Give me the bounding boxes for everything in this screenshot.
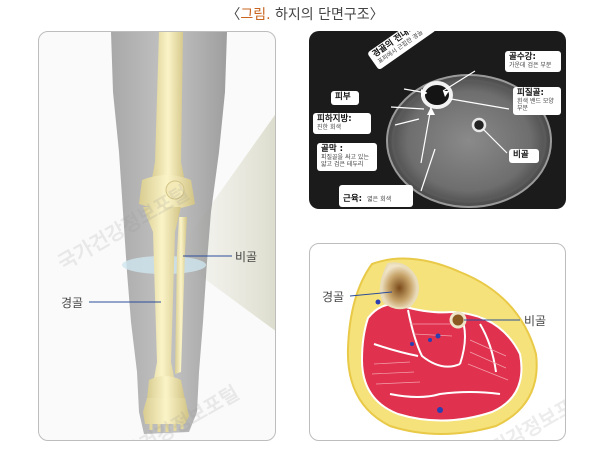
ct-label-periosteum-title: 골막 :	[321, 144, 343, 154]
ct-scan-image	[386, 70, 552, 208]
title-bracket-open: 〈	[226, 7, 241, 23]
ct-scan-panel: 경골의 전내측면: 표피에서 근접한 경골 피부 피하지방: 진한 회색 골막 …	[309, 31, 566, 209]
xs-vessel	[410, 342, 414, 346]
xs-fascia	[373, 309, 501, 398]
leg-illustration	[89, 32, 275, 434]
ct-label-muscle: 근육: 엷은 회색	[339, 185, 413, 208]
ankle	[147, 376, 185, 400]
cross-section-illustration	[346, 257, 538, 435]
xs-vessel	[435, 333, 441, 339]
title-accent: 그림.	[240, 7, 271, 23]
ct-label-fibula-title: 비골	[513, 150, 529, 160]
ct-label-medullary-cavity: 골수강: 가운데 검은 부분	[505, 51, 561, 72]
ct-label-fibula: 비골	[509, 149, 539, 163]
figure-title: 〈그림. 하지의 단면구조〉	[0, 4, 610, 24]
title-bracket-close: 〉	[369, 7, 384, 23]
xs-label-tibia: 경골	[322, 290, 345, 304]
ct-label-subcutaneous-fat-title: 피하지방:	[317, 114, 352, 124]
ct-label-periosteum-sub: 피질골을 싸고 있는 얇고 검은 테두리	[321, 153, 369, 168]
title-text: 하지의 단면구조	[270, 7, 370, 23]
ct-label-muscle-title: 근육:	[343, 194, 363, 204]
ct-leader-lines	[390, 70, 510, 192]
ct-label-subcutaneous-fat-sub: 진한 회색	[317, 123, 341, 131]
leg-illustration-panel: 비골 경골 국가건강정보포털 국가건강정보포털	[38, 31, 276, 441]
ct-fibula	[471, 117, 487, 133]
xs-vessel	[437, 407, 443, 413]
leg-label-tibia: 경골	[61, 296, 84, 310]
xs-muscle-fibers	[371, 323, 509, 385]
tibia	[143, 207, 181, 384]
xs-vessel	[375, 299, 381, 305]
xs-vessel	[428, 338, 432, 342]
ct-label-skin: 피부	[331, 91, 359, 105]
xs-fibula	[449, 311, 467, 329]
xs-tibia-leader-line	[349, 291, 393, 297]
leg-label-fibula: 비골	[235, 250, 258, 264]
ct-label-subcutaneous-fat: 피하지방: 진한 회색	[313, 113, 371, 134]
ct-label-cortical-bone-title: 피질골:	[517, 88, 544, 98]
ct-label-medullary-cavity-title: 골수강:	[509, 52, 536, 62]
ct-label-cortical-bone: 피질골: 흰색 밴드 모양 부분	[513, 87, 561, 115]
cross-section-panel: 경골 비골 국가건강정보포털	[309, 243, 566, 441]
ct-label-skin-title: 피부	[335, 92, 351, 102]
ct-label-medullary-cavity-sub: 가운데 검은 부분	[509, 61, 552, 69]
xs-label-fibula: 비골	[524, 314, 547, 328]
ct-label-muscle-sub: 엷은 회색	[367, 196, 392, 203]
foot	[143, 398, 189, 424]
ct-label-cortical-bone-sub: 흰색 밴드 모양 부분	[517, 97, 554, 112]
patella	[165, 180, 185, 200]
ct-label-periosteum: 골막 : 피질골을 싸고 있는 얇고 검은 테두리	[317, 143, 377, 171]
ct-tibia	[421, 81, 453, 109]
femur	[151, 32, 185, 184]
